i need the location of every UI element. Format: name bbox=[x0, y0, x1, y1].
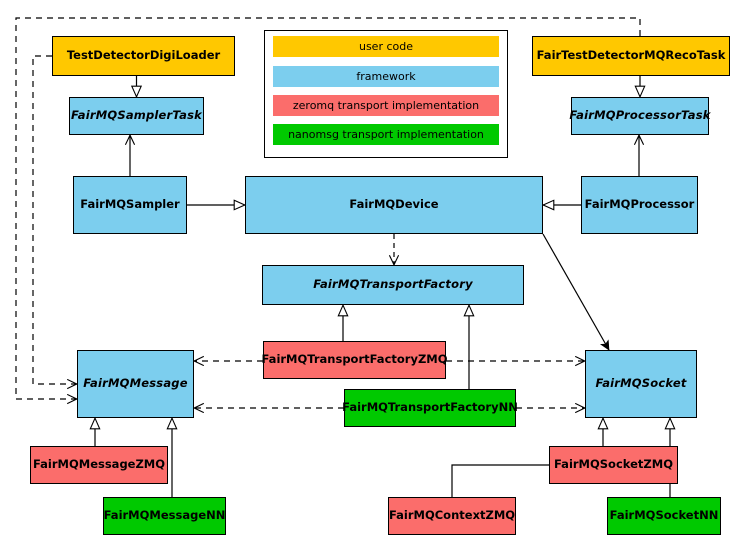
class-node-FairMQMessageZMQ[interactable]: FairMQMessageZMQ bbox=[30, 446, 168, 484]
class-node-label: FairMQSamplerTask bbox=[71, 108, 202, 123]
legend-label-nanomsg: nanomsg transport implementation bbox=[288, 128, 484, 141]
legend-item-nanomsg: nanomsg transport implementation bbox=[273, 124, 499, 145]
class-node-FairTestDetectorMQRecoTask[interactable]: FairTestDetectorMQRecoTask bbox=[532, 36, 730, 76]
class-node-FairMQSampler[interactable]: FairMQSampler bbox=[73, 176, 187, 234]
class-node-FairMQProcessor[interactable]: FairMQProcessor bbox=[581, 176, 698, 234]
class-node-label: FairMQContextZMQ bbox=[388, 508, 516, 523]
class-node-FairMQTransportFactoryZMQ[interactable]: FairMQTransportFactoryZMQ bbox=[261, 341, 448, 379]
class-node-label: FairMQSampler bbox=[80, 197, 180, 212]
class-node-label: FairMQMessageNN bbox=[103, 508, 226, 523]
legend-label-user-code: user code bbox=[358, 40, 414, 53]
edge-contextzmq-socketzmq bbox=[451, 459, 564, 497]
class-node-label: FairMQProcessor bbox=[584, 197, 695, 212]
class-node-FairMQDevice[interactable]: FairMQDevice bbox=[245, 176, 543, 234]
class-node-FairMQContextZMQ[interactable]: FairMQContextZMQ bbox=[388, 497, 516, 535]
class-node-label: FairMQSocket bbox=[595, 376, 687, 391]
class-node-label: FairMQProcessorTask bbox=[569, 108, 711, 123]
class-node-FairMQSocket[interactable]: FairMQSocket bbox=[585, 350, 697, 418]
class-node-FairMQTransportFactory[interactable]: FairMQTransportFactory bbox=[262, 265, 524, 305]
class-node-label: FairMQSocketNN bbox=[609, 508, 719, 523]
class-node-FairMQProcessorTask[interactable]: FairMQProcessorTask bbox=[569, 97, 711, 135]
class-node-FairMQSamplerTask[interactable]: FairMQSamplerTask bbox=[69, 97, 204, 135]
class-node-label: TestDetectorDigiLoader bbox=[66, 48, 221, 63]
edge-device-socket bbox=[542, 233, 610, 350]
class-node-label: FairMQTransportFactoryZMQ bbox=[261, 352, 448, 367]
class-node-label: FairMQDevice bbox=[349, 197, 439, 212]
class-node-FairMQSocketNN[interactable]: FairMQSocketNN bbox=[607, 497, 721, 535]
legend-label-framework: framework bbox=[356, 70, 416, 83]
class-node-FairMQTransportFactoryNN[interactable]: FairMQTransportFactoryNN bbox=[342, 389, 518, 427]
class-node-FairMQSocketZMQ[interactable]: FairMQSocketZMQ bbox=[549, 446, 678, 484]
class-node-FairMQMessage[interactable]: FairMQMessage bbox=[77, 350, 194, 418]
class-node-label: FairMQMessage bbox=[83, 376, 188, 391]
class-node-FairMQMessageNN[interactable]: FairMQMessageNN bbox=[103, 497, 226, 535]
class-node-label: FairMQSocketZMQ bbox=[554, 457, 673, 472]
legend-item-framework: framework bbox=[273, 66, 499, 87]
legend-item-zeromq: zeromq transport implementation bbox=[273, 95, 499, 116]
legend-label-zeromq: zeromq transport implementation bbox=[292, 99, 480, 112]
class-node-label: FairMQTransportFactoryNN bbox=[342, 400, 518, 415]
class-node-label: FairTestDetectorMQRecoTask bbox=[536, 48, 726, 63]
class-node-label: FairMQTransportFactory bbox=[313, 277, 473, 292]
class-node-TestDetectorDigiLoader[interactable]: TestDetectorDigiLoader bbox=[52, 36, 235, 76]
class-node-label: FairMQMessageZMQ bbox=[32, 457, 166, 472]
legend-item-user-code: user code bbox=[273, 36, 499, 57]
